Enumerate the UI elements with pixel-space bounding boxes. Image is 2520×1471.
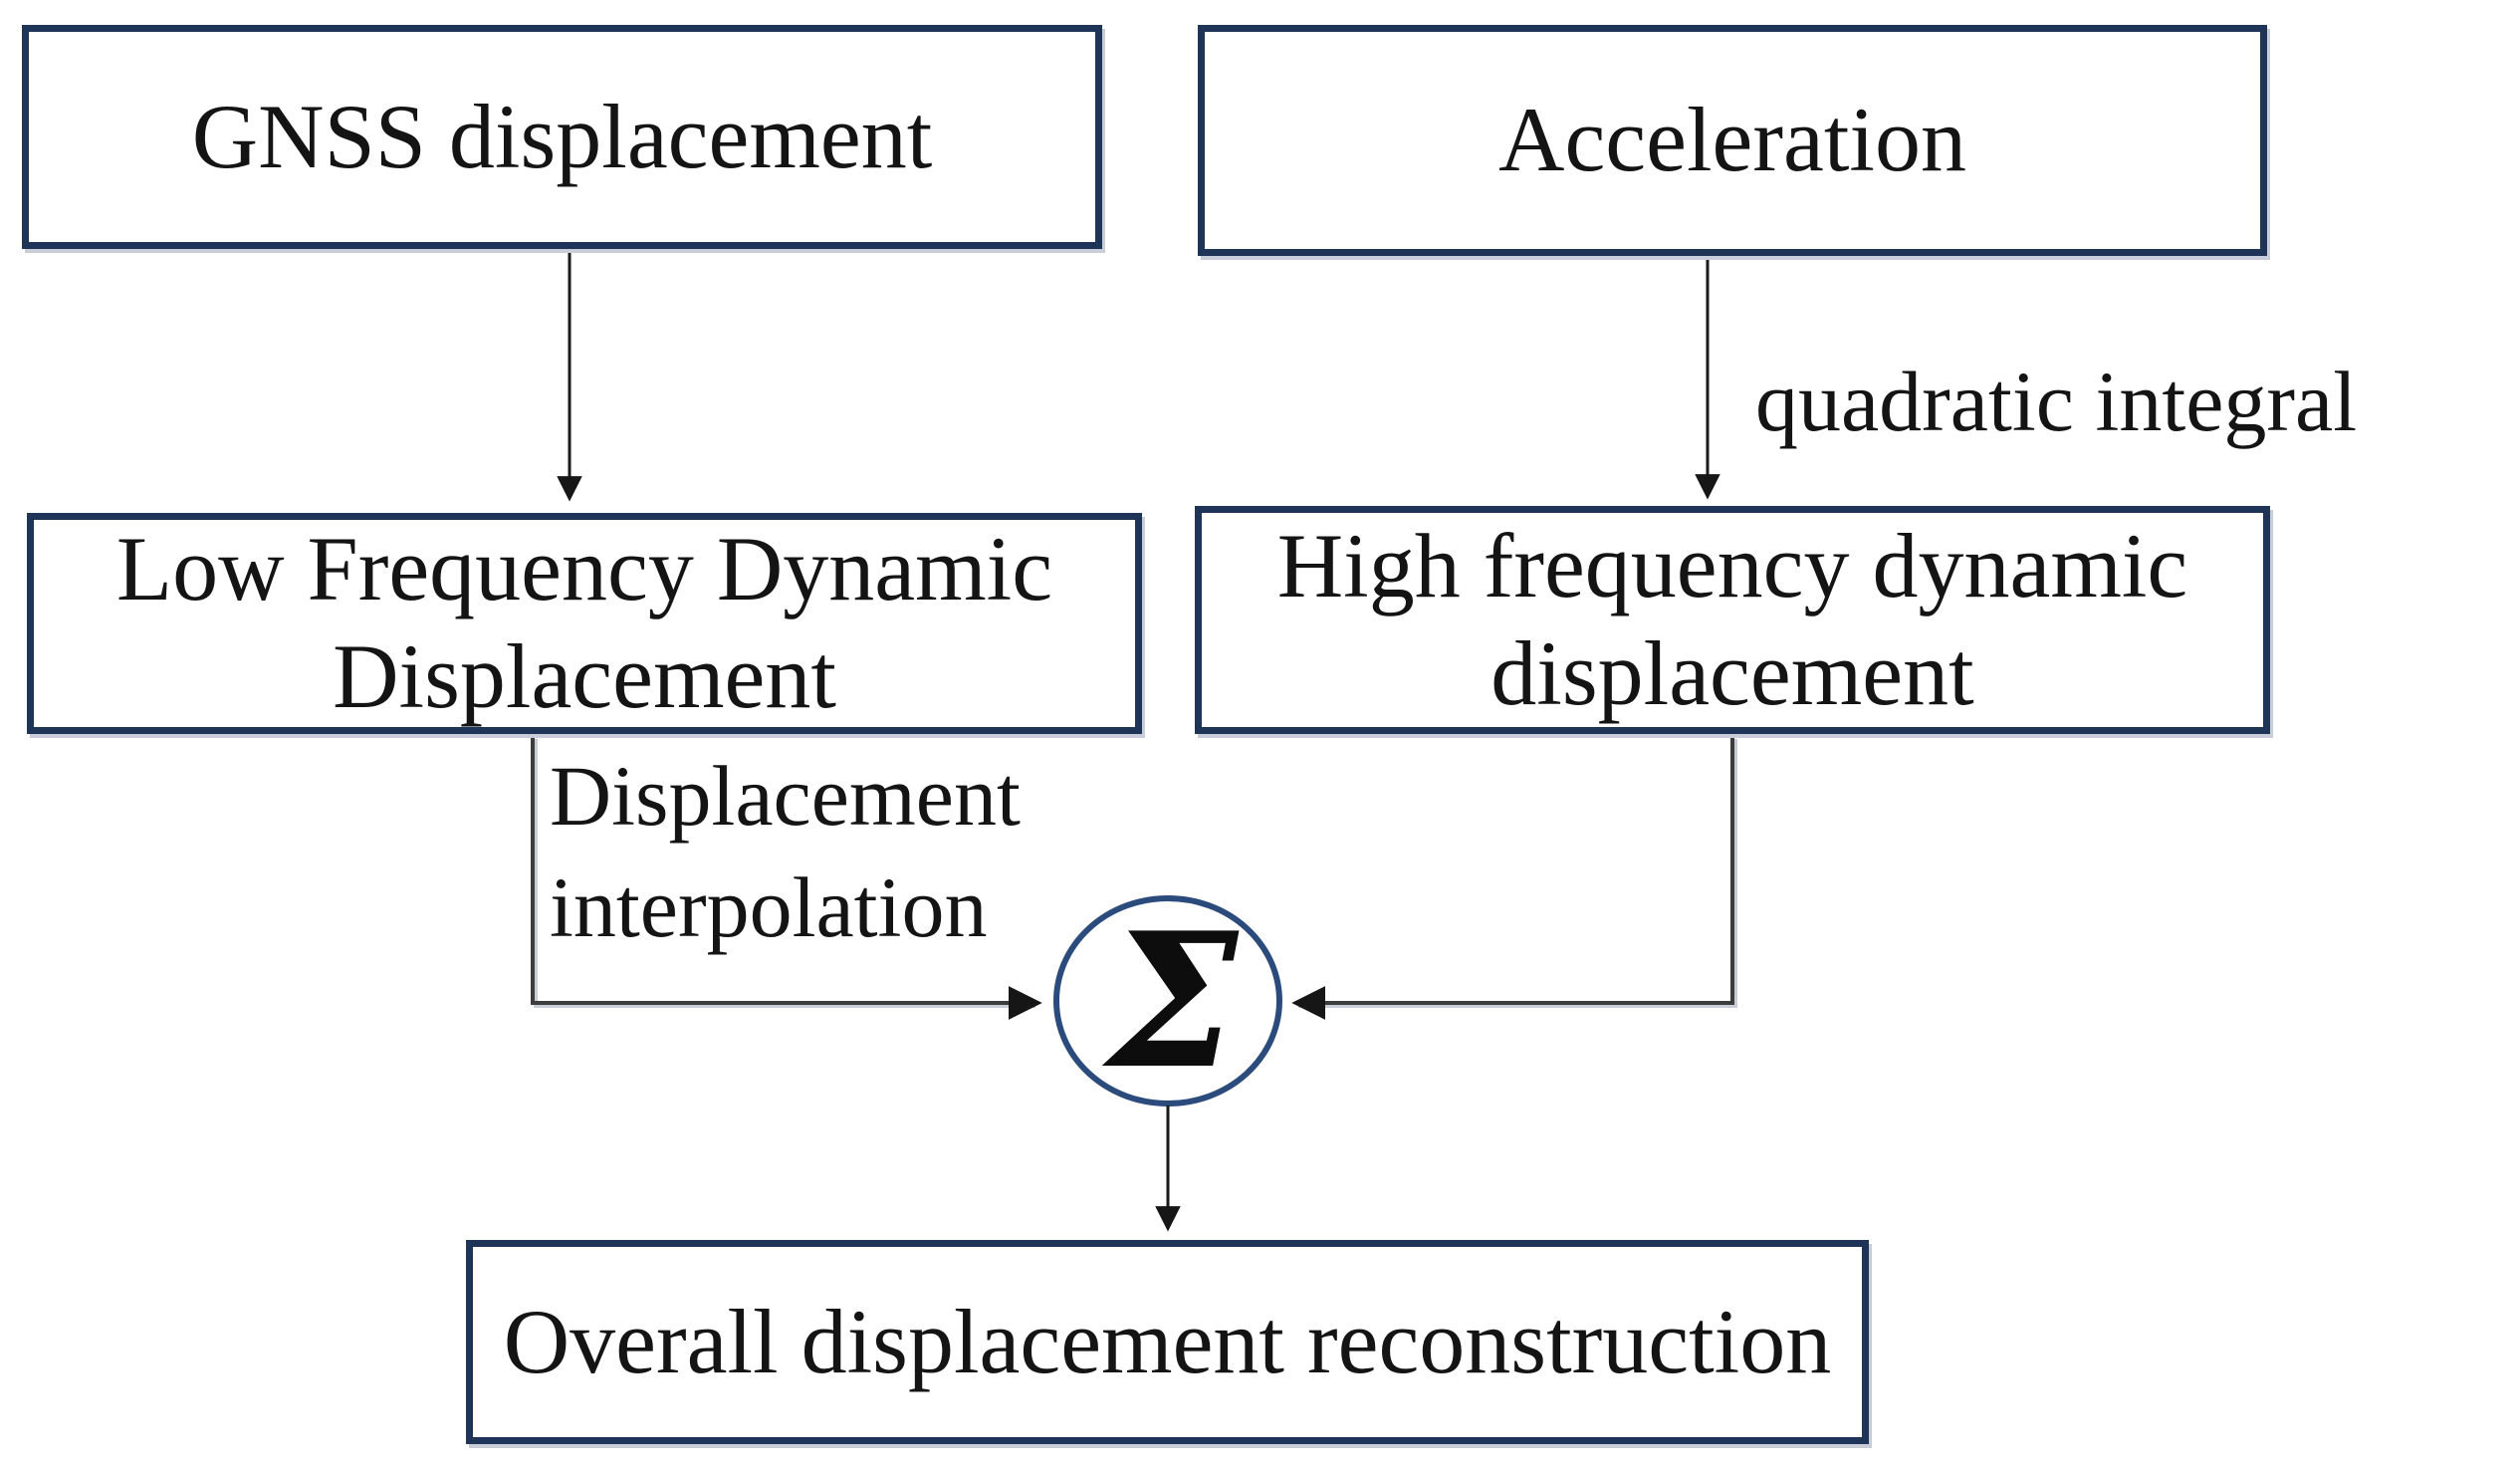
connector-highfreq-to-sum (1291, 736, 1734, 1020)
node-gnss-displacement: GNSS displacement (22, 25, 1102, 249)
node-acceleration: Acceleration (1198, 25, 2267, 256)
node-low-frequency-label: Low Frequency Dynamic Displacement (115, 518, 1053, 727)
connector-lowfreq-shadow (534, 739, 1035, 1008)
node-overall-label: Overall displacement reconstruction (503, 1290, 1832, 1392)
node-high-frequency-label: High frequency dynamic displacement (1276, 514, 2188, 724)
edge-label-quadratic-integral: quadratic integral (1755, 354, 2358, 449)
sum-sigma-symbol: Σ (1101, 891, 1240, 1109)
sum-node-circle (1053, 895, 1282, 1106)
node-low-frequency-dynamic-displacement: Low Frequency Dynamic Displacement (27, 513, 1142, 734)
node-gnss-displacement-label: GNSS displacement (191, 85, 933, 187)
node-acceleration-label: Acceleration (1498, 89, 1966, 191)
edge-label-displacement-interpolation: Displacement interpolation (550, 748, 1021, 955)
connector-lowfreq-to-sum (531, 736, 1042, 1020)
connector-highfreq-shadow (1298, 739, 1737, 1008)
node-high-frequency-dynamic-displacement: High frequency dynamic displacement (1195, 506, 2270, 734)
node-overall-displacement-reconstruction: Overall displacement reconstruction (466, 1240, 1869, 1444)
